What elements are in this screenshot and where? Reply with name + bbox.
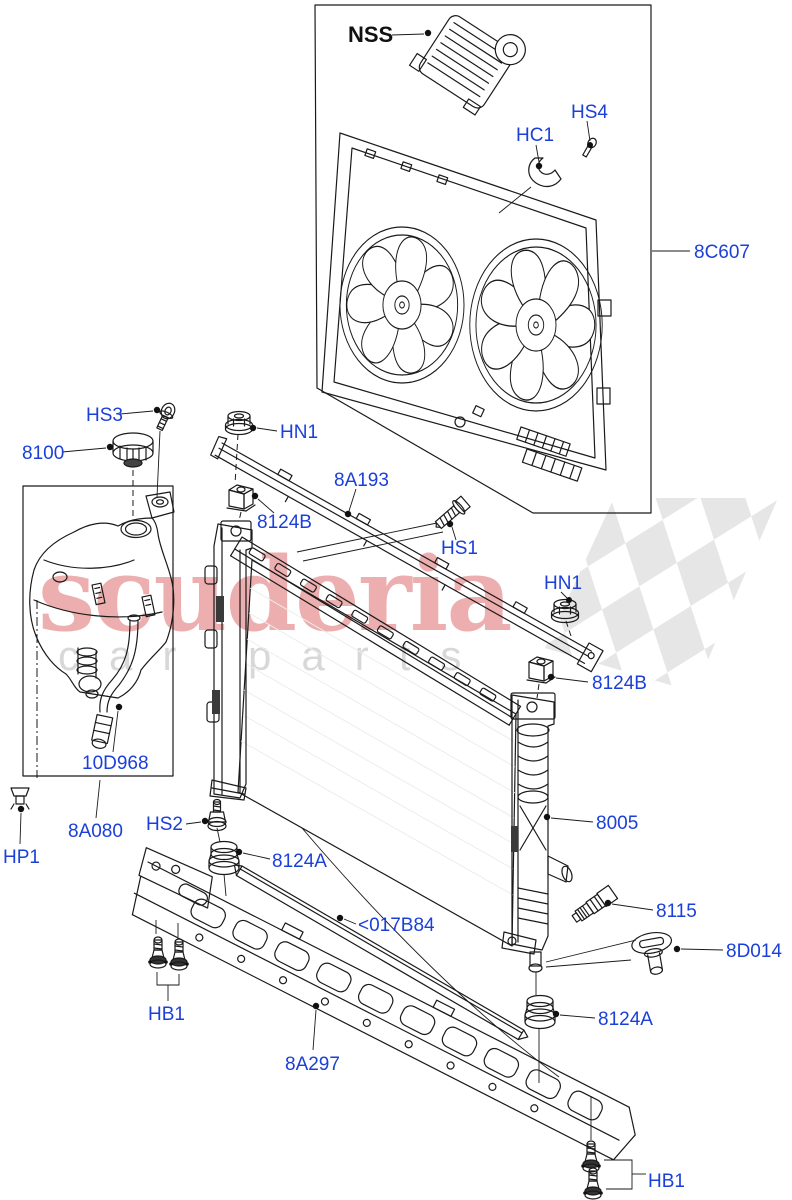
callout-8a297: 8A297 [285,1054,340,1075]
callout-8115: 8115 [656,901,697,922]
fan-resistor-module [408,15,526,116]
callout-8a193: 8A193 [334,470,389,491]
callout-hs1: HS1 [441,538,478,559]
lower-crossmember [131,847,636,1161]
callout-hb1-right: HB1 [648,1171,685,1192]
radiator-right-column [501,692,573,995]
hs1-bolt [434,495,471,530]
leader-dots [17,29,681,1018]
callouts: NSS HC1 HS4 8C607 HS3 8100 HN1 8A193 812… [3,22,782,1192]
callout-hc1: HC1 [516,125,554,146]
callout-hp1: HP1 [3,847,40,868]
callout-8a080: 8A080 [68,821,123,842]
hb1-bolt-3 [581,1140,601,1173]
expansion-tank [29,491,175,699]
hs2-bolt [207,798,227,832]
hn1-nut-right [550,598,580,624]
shroud-vent-lower [521,448,583,482]
callout-8124b-right: 8124B [592,673,647,694]
leader-lines [19,33,724,1190]
callout-10d968: 10D968 [82,753,149,774]
callout-8100: 8100 [22,443,64,464]
hn1-nut-top [224,410,254,436]
hb1-bolt-4 [583,1167,603,1200]
watermark-tagline-text: car parts [58,632,491,679]
radiator-top-tie [229,536,522,726]
callout-nss: NSS [348,22,393,47]
hb1-bolt-1 [148,936,168,969]
left-fan [339,226,465,384]
hs3-bolt [156,402,176,431]
callout-hb1-left: HB1 [148,1004,185,1025]
hb1-bolt-2 [169,938,189,971]
bleed-hose [91,614,141,749]
lower-seal-strip-line [301,827,560,1078]
radiator-assembly [204,520,573,995]
callout-hs3: HS3 [86,405,123,426]
callout-hs2: HS2 [146,814,183,835]
callout-8124a-left: 8124A [272,851,327,872]
callout-8124a-right: 8124A [598,1009,653,1030]
watermark-brand-text: scuderia [38,535,510,655]
tank-cap [112,432,154,468]
callout-8d014: 8D014 [726,941,782,962]
8115-sensor [571,884,619,923]
8d014-drain-plug [631,931,673,975]
air-deflector-seal [233,864,529,1041]
8124b-clamp-left [226,484,256,512]
8124a-isolator-right [524,994,556,1030]
hp1-clip [10,787,30,810]
callout-hn1-right: HN1 [544,573,582,594]
callout-8124b-left: 8124B [257,512,312,533]
callout-8c607: 8C607 [694,242,750,263]
callout-8005: 8005 [596,813,638,834]
radiator-core [237,559,517,947]
callout-hs4: HS4 [571,102,608,123]
checkered-flag-graphic [545,498,778,692]
callout-017b84: <017B84 [358,915,435,936]
expansion-tank-group [22,402,176,778]
watermark: scuderia car parts [38,498,778,692]
right-fan [469,238,603,412]
fan-assembly-box [314,4,652,514]
8124a-isolator-left [208,840,240,876]
shroud-vent-upper [516,426,571,457]
upper-mounting-bar [210,435,604,673]
callout-hn1-top: HN1 [280,422,318,443]
radiator-left-column [204,520,253,801]
